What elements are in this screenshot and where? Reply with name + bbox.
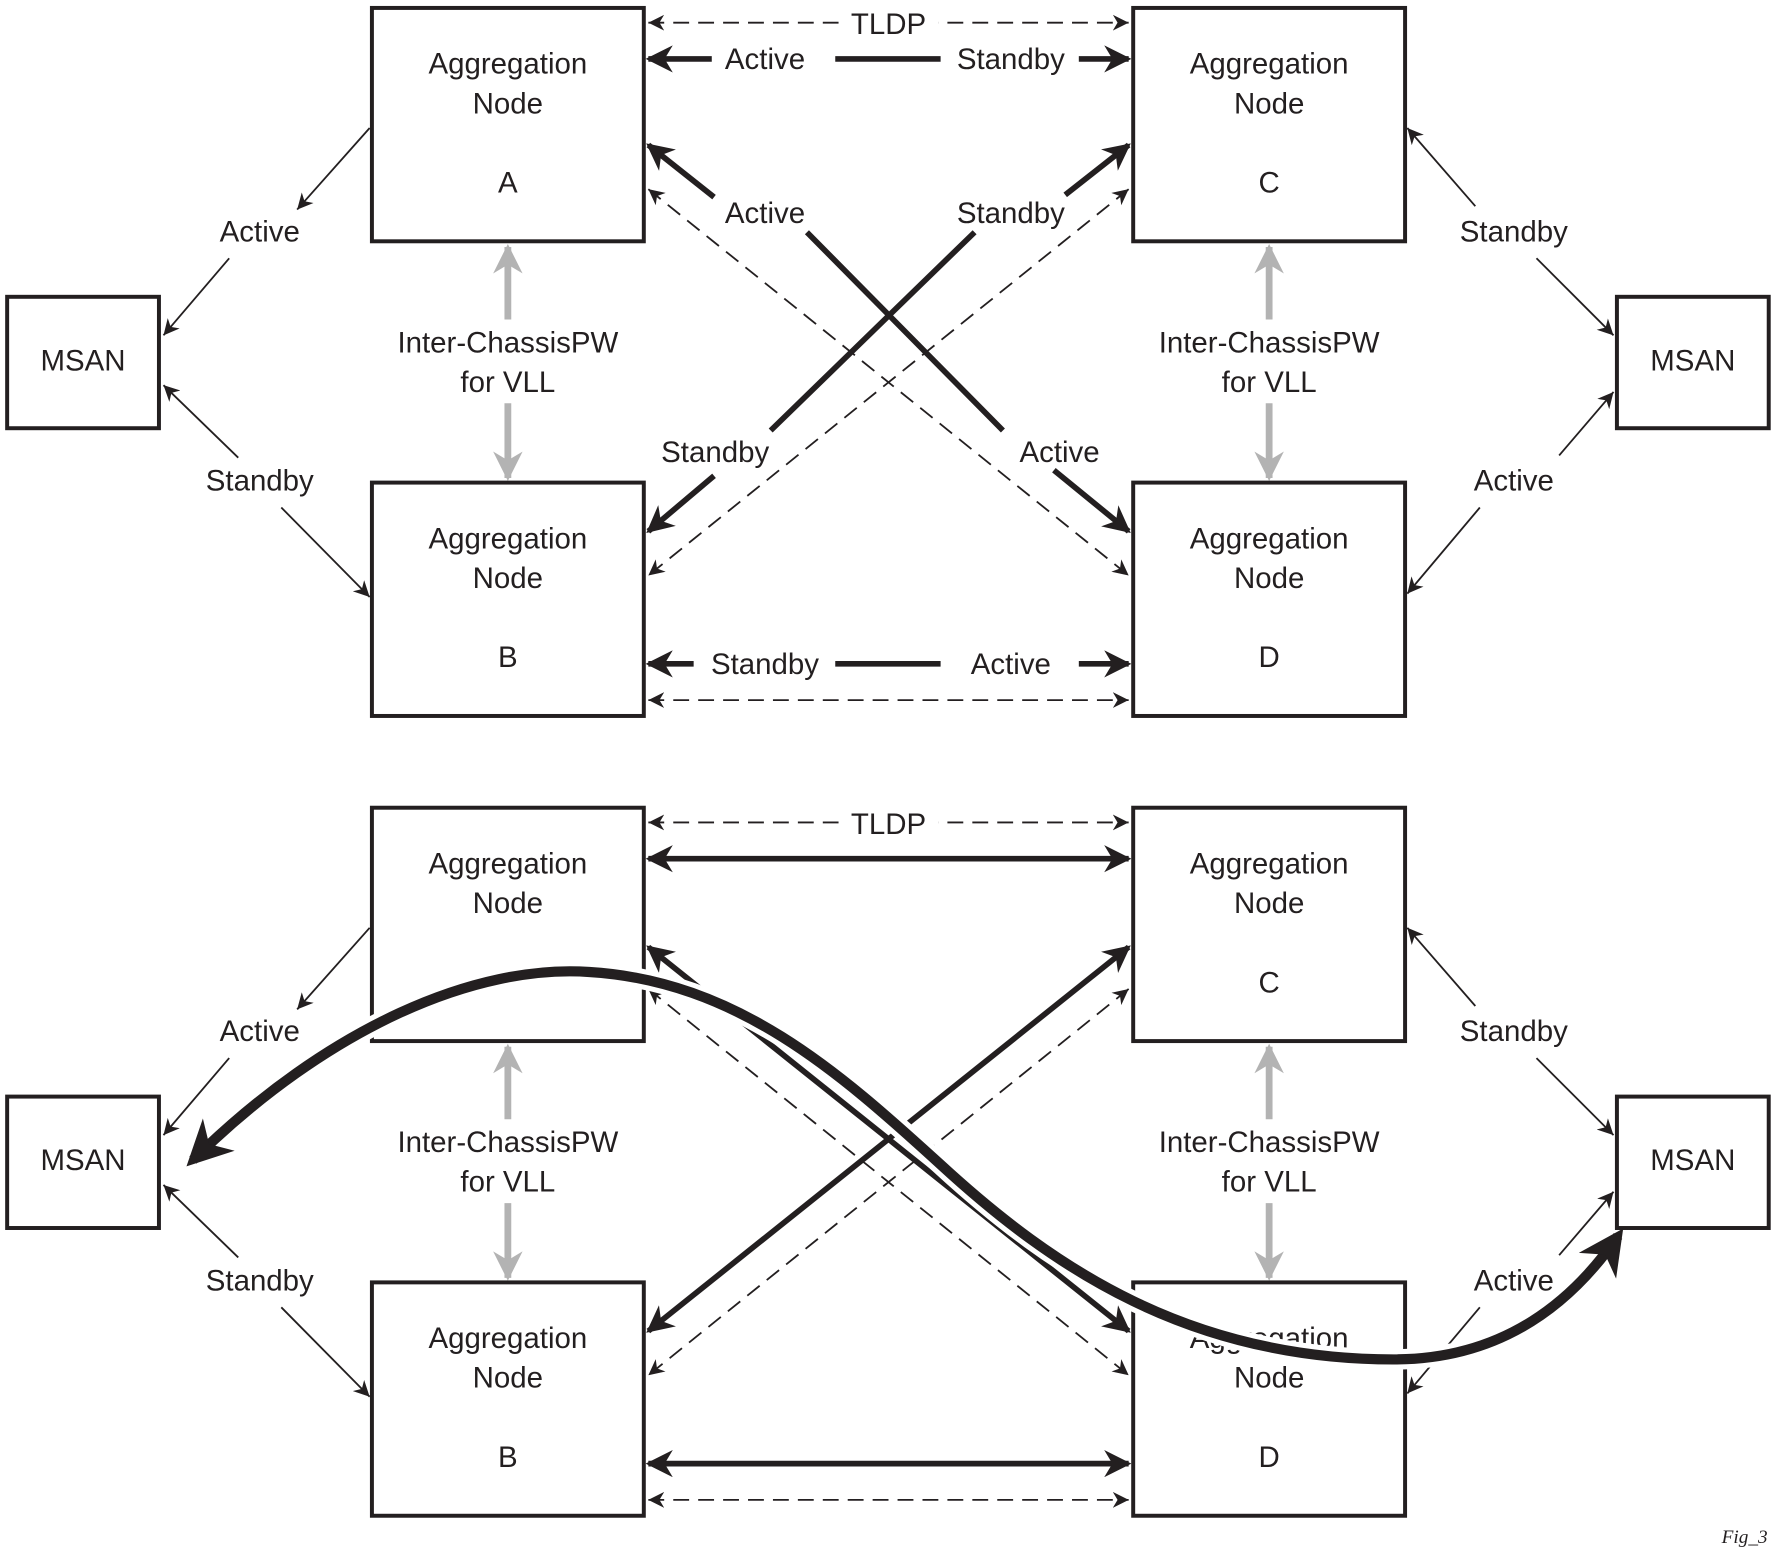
msan-left-active-label: Active: [220, 1015, 300, 1048]
msan-d-arrow-top: [1558, 391, 1615, 456]
cd-icpw-label-1: Inter-ChassisPW: [1159, 1126, 1380, 1159]
msan-right-standby-label: Standby: [1460, 215, 1568, 248]
node-d-id: D: [1259, 1441, 1280, 1474]
cb-thick-top-arrow: [1063, 142, 1131, 198]
node-a-label-2: Node: [473, 87, 543, 120]
msan-left: MSAN: [5, 1094, 161, 1230]
node-a-label-1: Aggregation: [428, 48, 587, 81]
cb-standby-top-label: Standby: [957, 197, 1065, 230]
msan-a-arrow-bottom: [162, 1057, 230, 1136]
node-b-id: B: [498, 641, 518, 674]
node-d-id: D: [1259, 641, 1280, 674]
msan-right-label: MSAN: [1650, 344, 1735, 377]
msan-a-arrow-top: [296, 927, 371, 1010]
msan-b-arrow-top: [162, 1184, 239, 1259]
traffic-path-curved-arrow: [186, 966, 1624, 1365]
node-c: Aggregation Node C: [1131, 5, 1408, 244]
node-b: Aggregation Node B: [369, 1280, 646, 1518]
cb-thick-bottom-arrow: [646, 473, 716, 534]
node-a-label-2: Node: [473, 887, 543, 920]
node-c-label-2: Node: [1234, 87, 1304, 120]
node-c-label-2: Node: [1234, 887, 1304, 920]
bd-active-label: Active: [971, 648, 1051, 681]
tldp-label: TLDP: [851, 8, 926, 41]
msan-left-active-label: Active: [220, 215, 300, 248]
ad-active-bottom-label: Active: [1019, 436, 1099, 469]
ab-icpw-label-1: Inter-ChassisPW: [397, 326, 618, 359]
node-a: Aggregation Node A: [369, 5, 646, 244]
msan-c-arrow-top: [1406, 127, 1476, 207]
msan-c-arrow-top: [1406, 927, 1476, 1007]
msan-left-label: MSAN: [41, 344, 126, 377]
node-b: Aggregation Node B: [369, 480, 646, 718]
msan-c-arrow-bottom: [1535, 1057, 1615, 1136]
cd-icpw-label-2: for VLL: [1222, 1166, 1317, 1199]
msan-right-label: MSAN: [1650, 1144, 1735, 1177]
node-d-label-2: Node: [1234, 562, 1304, 595]
figure-label: Fig_3: [1721, 1527, 1768, 1548]
ab-icpw-label-2: for VLL: [460, 1166, 555, 1199]
msan-b-arrow-bottom: [280, 506, 371, 598]
ad-thick-bottom-arrow: [1052, 467, 1131, 534]
msan-right-active-label: Active: [1474, 465, 1554, 498]
bd-standby-label: Standby: [711, 648, 819, 681]
msan-left: MSAN: [5, 294, 161, 431]
msan-left-label: MSAN: [41, 1144, 126, 1177]
cb-standby-bottom-label: Standby: [661, 436, 769, 469]
msan-right: MSAN: [1614, 1094, 1771, 1230]
msan-b-arrow-bottom: [280, 1306, 371, 1398]
cd-icpw-label-1: Inter-ChassisPW: [1159, 326, 1380, 359]
node-c-label-1: Aggregation: [1190, 48, 1349, 81]
msan-right-active-label: Active: [1474, 1264, 1554, 1297]
node-d: Aggregation Node D: [1131, 480, 1408, 718]
msan-left-standby-label: Standby: [206, 1264, 314, 1297]
node-c-id: C: [1259, 167, 1280, 200]
node-c-label-1: Aggregation: [1190, 847, 1349, 880]
msan-b-arrow-top: [162, 384, 239, 459]
msan-d-arrow-bottom: [1406, 506, 1481, 595]
msan-c-arrow-bottom: [1535, 257, 1615, 336]
node-a-label-1: Aggregation: [428, 847, 587, 880]
ad-active-top-label: Active: [725, 197, 805, 230]
node-b-label-2: Node: [473, 562, 543, 595]
node-c: Aggregation Node C: [1131, 805, 1408, 1044]
ac-active-label: Active: [725, 43, 805, 76]
node-b-id: B: [498, 1441, 518, 1474]
msan-left-standby-label: Standby: [206, 465, 314, 498]
ad-thick-top-arrow: [646, 142, 716, 200]
node-b-label-1: Aggregation: [428, 522, 587, 555]
ab-icpw-label-1: Inter-ChassisPW: [397, 1126, 618, 1159]
msan-a-arrow-top: [296, 127, 371, 211]
ad-thick-line: [804, 230, 1005, 433]
ab-icpw-label-2: for VLL: [460, 366, 555, 399]
node-d-label-1: Aggregation: [1190, 522, 1349, 555]
cb-dashed-arrow: [647, 188, 1130, 577]
node-b-label-2: Node: [473, 1362, 543, 1395]
cb-thick-line: [768, 230, 977, 433]
node-b-label-1: Aggregation: [428, 1322, 587, 1355]
top-diagram: TLDP Active Standby Standby Active Activ…: [5, 5, 1771, 718]
node-d-label-2: Node: [1234, 1362, 1304, 1395]
msan-a-arrow-bottom: [162, 257, 230, 336]
cd-icpw-label-2: for VLL: [1222, 366, 1317, 399]
ac-standby-label: Standby: [957, 43, 1065, 76]
node-a-id: A: [498, 167, 518, 200]
tldp-label: TLDP: [851, 808, 926, 841]
node-c-id: C: [1259, 966, 1280, 999]
msan-right-standby-label: Standby: [1460, 1015, 1568, 1048]
msan-right: MSAN: [1614, 294, 1771, 431]
bottom-diagram: TLDP Inter-ChassisPW for VLL Inter-Chass…: [5, 805, 1771, 1518]
